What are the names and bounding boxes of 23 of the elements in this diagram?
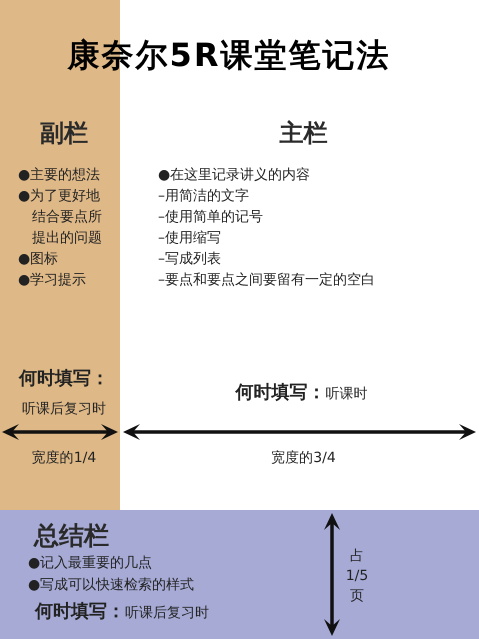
list-item: –使用简单的记号	[158, 208, 263, 226]
list-item: ●记入最重要的几点	[28, 554, 152, 572]
column-heading: 副栏	[39, 118, 89, 148]
list-item: –写成列表	[158, 250, 221, 268]
column-heading: 主栏	[278, 118, 328, 148]
list-item: –要点和要点之间要留有一定的空白	[158, 270, 375, 290]
list-item: ●为了更好地结合要点所提出的问题	[18, 186, 103, 248]
list-item: ●主要的想法	[18, 166, 102, 184]
list-item: ●图标	[18, 250, 60, 268]
list-item: ●学习提示	[18, 270, 88, 290]
diagram-title: 康奈尔5R课堂笔记法	[66, 36, 392, 74]
dimension-label: 宽度的3/4	[270, 448, 337, 468]
fill-in-time-note: 何时填写：听课时	[234, 381, 368, 405]
list-item: ●在这里记录讲义的内容	[158, 166, 310, 184]
list-item: –使用缩写	[158, 228, 221, 248]
column-heading: 总结栏	[34, 520, 109, 552]
summary-band	[0, 510, 479, 639]
dimension-label: 宽度的1/4	[30, 448, 98, 468]
fill-in-time-note: 何时填写：听课后复习时	[35, 600, 209, 624]
fill-in-time-note: 何时填写：听课后复习时	[18, 367, 110, 419]
list-item: ●写成可以快速检索的样式	[28, 576, 194, 594]
list-item: –用简洁的文字	[158, 186, 249, 206]
dimension-label: 占1/5页	[345, 547, 369, 606]
